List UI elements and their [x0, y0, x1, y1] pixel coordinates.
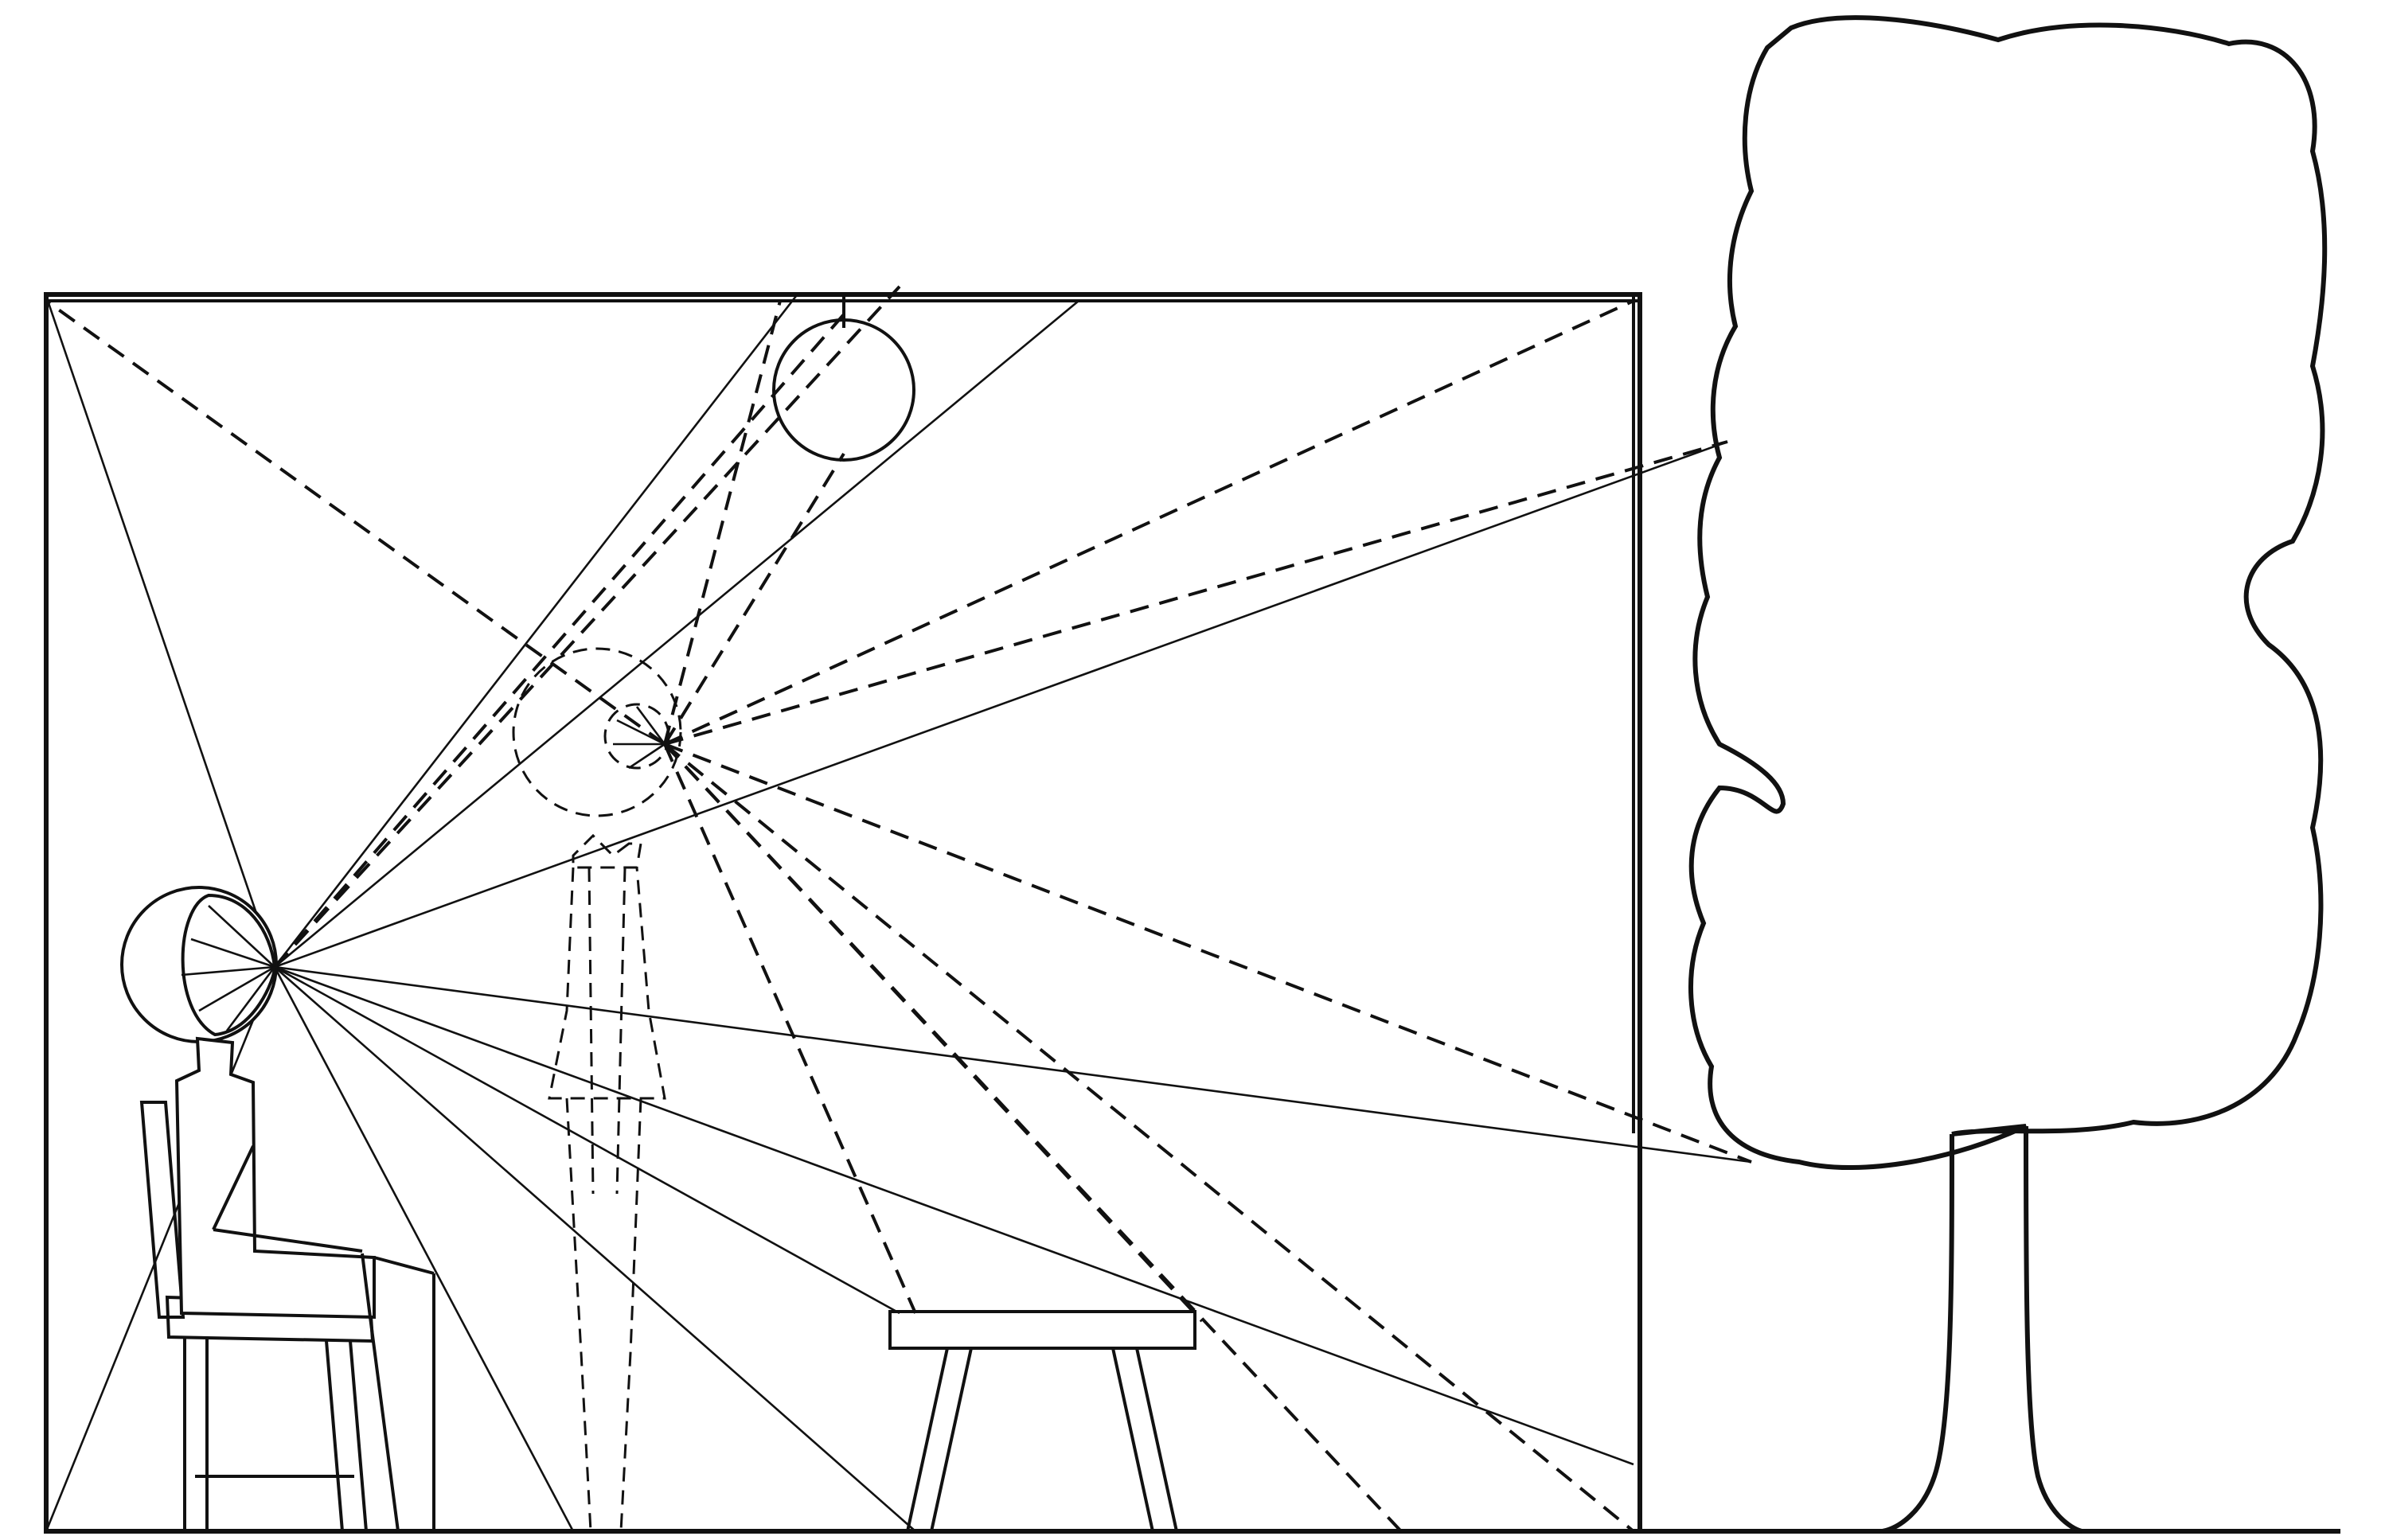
table [888, 1310, 1196, 1532]
seated-person [120, 886, 494, 1533]
room-outline [44, 292, 1642, 1534]
ceiling-lamp [772, 296, 915, 462]
standing-eye-burst [603, 703, 670, 770]
seated-eye-sightlines [45, 285, 1752, 1532]
tree [1688, 15, 2328, 1534]
standing-person [512, 647, 682, 1533]
standing-eye-sightlines [45, 299, 1752, 1533]
